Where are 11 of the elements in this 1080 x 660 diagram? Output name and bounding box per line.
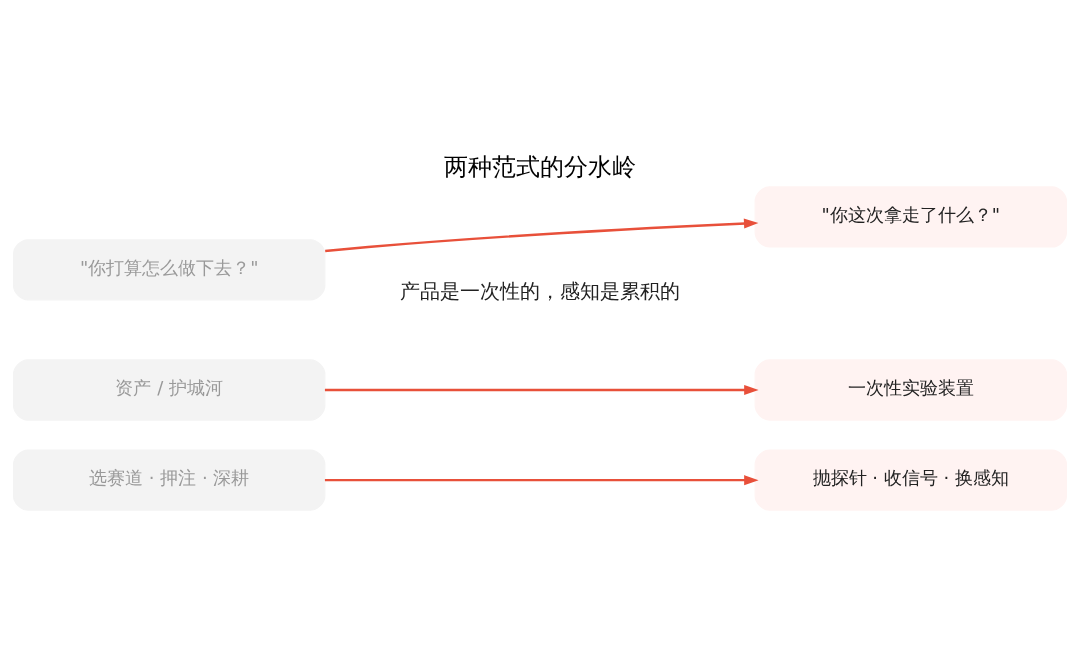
node-box: 抛探针 · 收信号 · 换感知	[754, 449, 1068, 511]
caption: 产品是一次性的，感知是累积的	[400, 278, 680, 303]
arrow	[325, 218, 759, 252]
node-box: "你这次拿走了什么？"	[754, 185, 1068, 248]
node-box: 资产 / 护城河	[12, 358, 326, 421]
node-box: 选赛道 · 押注 · 深耕	[12, 449, 326, 511]
diagram-title: 两种范式的分水岭	[444, 152, 636, 181]
arrow	[324, 384, 759, 395]
arrow	[324, 474, 759, 485]
node-box: 一次性实验装置	[754, 358, 1068, 421]
node-box: "你打算怎么做下去？"	[12, 238, 326, 300]
